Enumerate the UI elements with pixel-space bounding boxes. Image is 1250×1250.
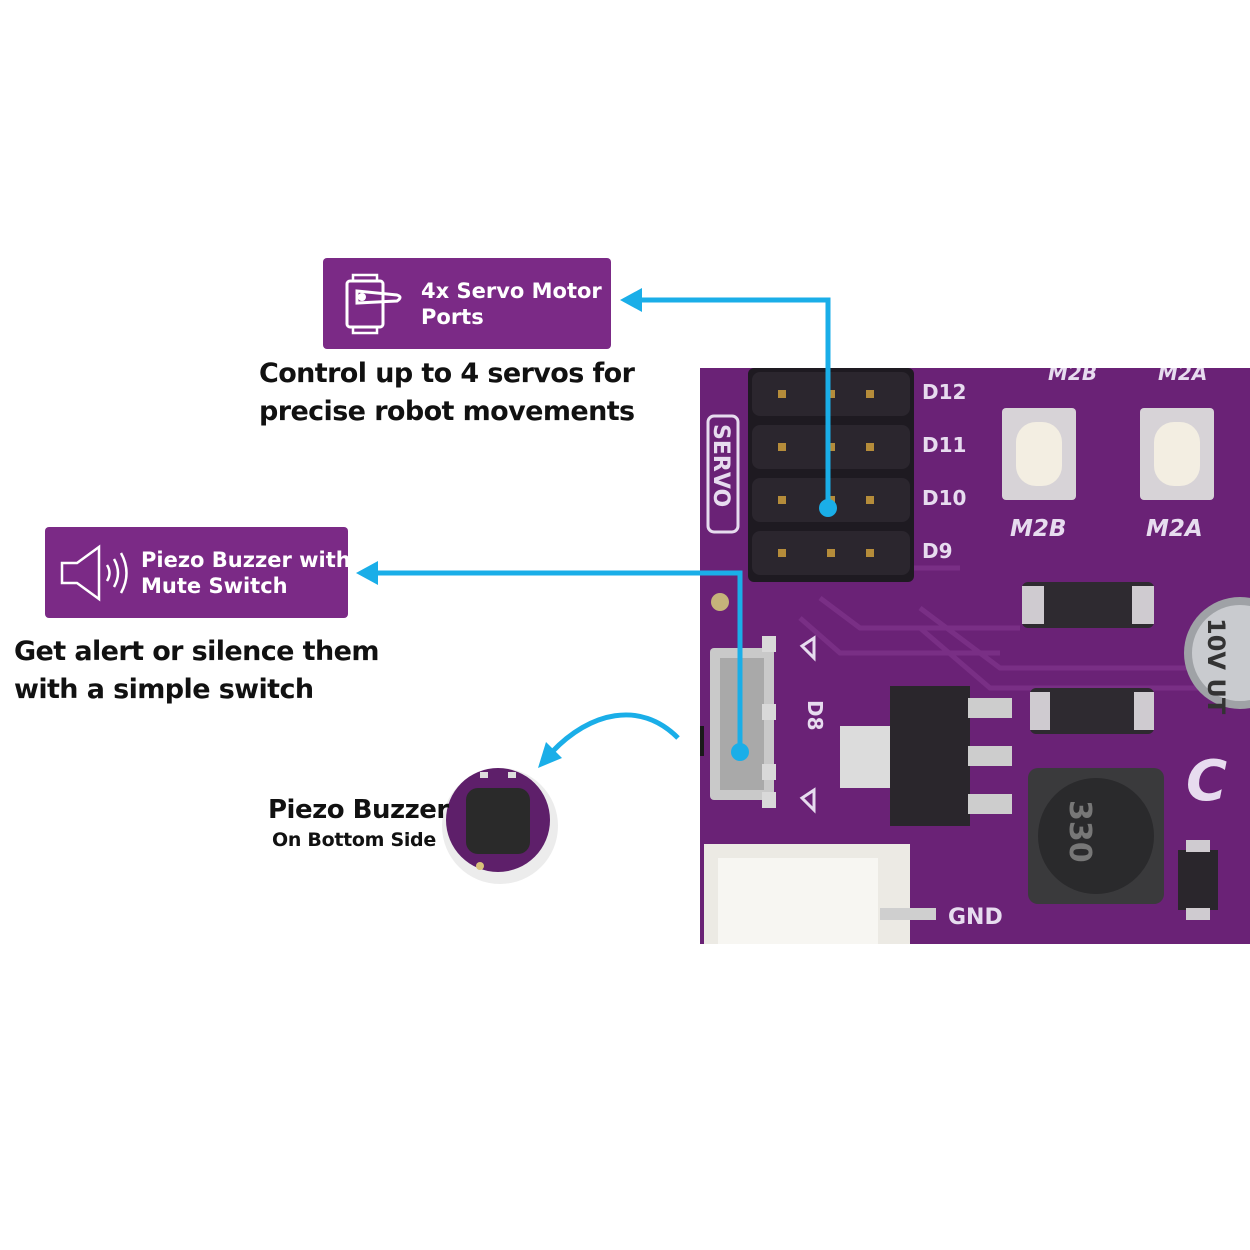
piezo-curve-arrow bbox=[550, 712, 680, 754]
motor-button-label-m2b: M2B bbox=[1010, 516, 1066, 542]
pin-label-d11: D11 bbox=[922, 433, 966, 457]
buzzer-feature-badge: Piezo Buzzer with Mute Switch bbox=[45, 527, 351, 618]
servo-callout-line bbox=[636, 297, 831, 508]
pin-label-d12: D12 bbox=[922, 380, 966, 404]
buzzer-feature-title-line-2: Mute Switch bbox=[141, 573, 288, 598]
servo-callout-dot bbox=[819, 499, 837, 517]
buzzer-feature-title-line-1: Piezo Buzzer with bbox=[141, 547, 351, 572]
buzzer-callout-line bbox=[372, 570, 743, 752]
piezo-detail-title: Piezo Buzzer bbox=[268, 795, 449, 825]
servo-feature-description: Control up to 4 servos for precise robot… bbox=[259, 355, 635, 431]
servo-motor-icon bbox=[345, 273, 402, 334]
motor-label-top-m2b: M2B bbox=[1048, 368, 1097, 385]
buzzer-callout-dot bbox=[731, 743, 749, 761]
servo-description-line-2: precise robot movements bbox=[259, 396, 635, 427]
buzzer-pin-label: D8 bbox=[803, 700, 827, 731]
buzzer-feature-title: Piezo Buzzer with Mute Switch bbox=[141, 547, 351, 599]
servo-callout-arrowhead bbox=[620, 288, 642, 312]
capacitor-label: 10V UT bbox=[1202, 618, 1230, 715]
piezo-buzzer-image bbox=[442, 768, 558, 884]
buzzer-feature-description: Get alert or silence them with a simple … bbox=[14, 633, 379, 709]
pin-label-d10: D10 bbox=[922, 486, 966, 510]
buzzer-description-line-1: Get alert or silence them bbox=[14, 636, 379, 667]
servo-silkscreen-label: SERVO bbox=[708, 424, 733, 507]
pcb-board-image: SERVO D12 D11 D10 D9 M2B M2A M2B M2A 10V… bbox=[700, 368, 1250, 944]
piezo-curve-arrowhead bbox=[538, 742, 562, 768]
inductor-label: 330 bbox=[1062, 800, 1097, 863]
servo-feature-badge: 4x Servo Motor Ports bbox=[323, 258, 611, 349]
servo-feature-title: 4x Servo Motor Ports bbox=[421, 278, 602, 330]
piezo-detail-subtitle: On Bottom Side bbox=[272, 829, 436, 851]
logo-fragment: C bbox=[1186, 749, 1227, 814]
buzzer-callout-arrowhead bbox=[356, 561, 378, 585]
servo-description-line-1: Control up to 4 servos for bbox=[259, 358, 635, 389]
gnd-silkscreen-label: GND bbox=[948, 905, 1003, 930]
speaker-icon bbox=[60, 544, 128, 601]
buzzer-description-line-2: with a simple switch bbox=[14, 674, 314, 705]
pin-label-d9: D9 bbox=[922, 539, 953, 563]
servo-feature-title-line-2: Ports bbox=[421, 304, 484, 329]
servo-feature-title-line-1: 4x Servo Motor bbox=[421, 278, 602, 303]
motor-label-top-m2a: M2A bbox=[1158, 368, 1207, 385]
motor-button-label-m2a: M2A bbox=[1146, 516, 1203, 542]
